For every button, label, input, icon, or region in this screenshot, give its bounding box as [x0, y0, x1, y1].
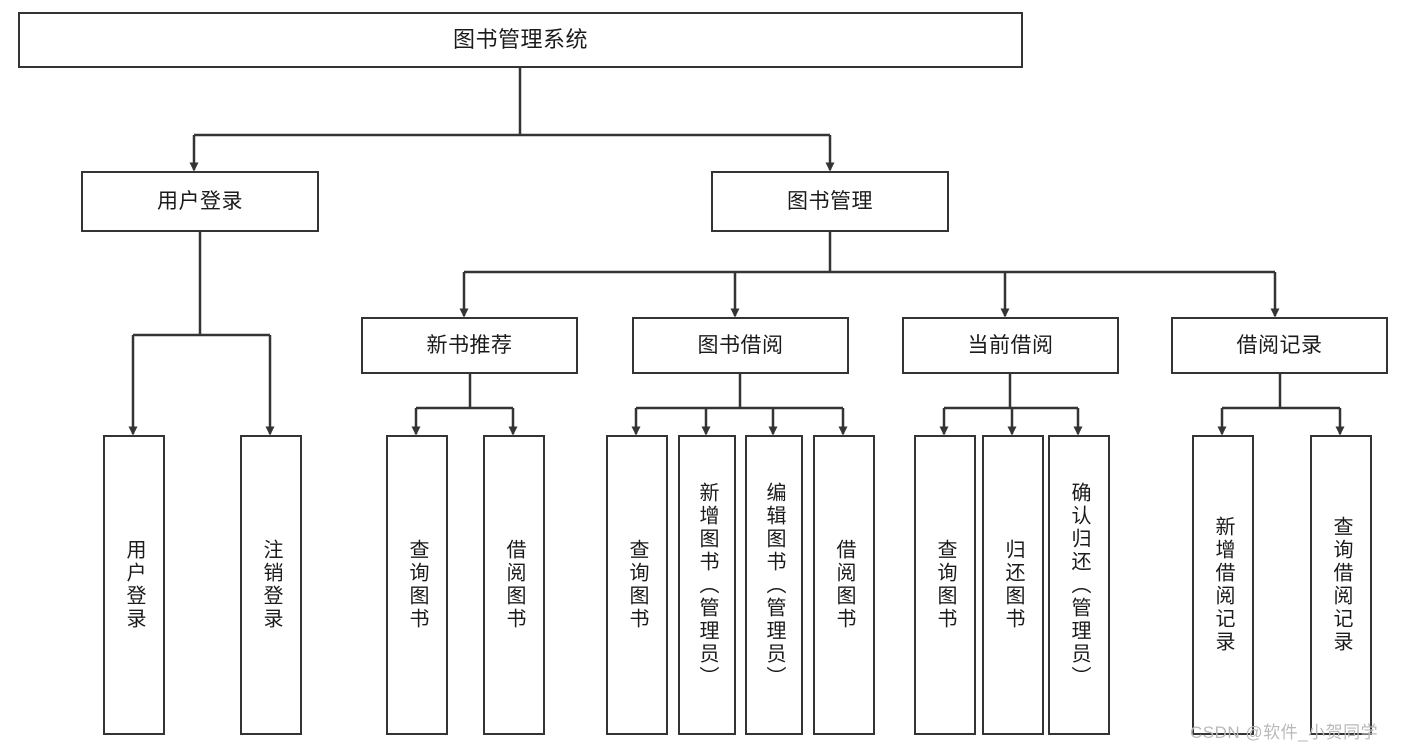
node-leaf-user-logout[interactable]: 注销登录: [240, 435, 302, 735]
node-label-root: 图书管理系统: [452, 26, 588, 52]
node-label-borrow-record: 借阅记录: [1236, 333, 1323, 357]
node-leaf-query-book-2[interactable]: 查询图书: [606, 435, 668, 735]
node-new-book-recommend[interactable]: 新书推荐: [361, 317, 578, 374]
node-leaf-query-record[interactable]: 查询借阅记录: [1310, 435, 1372, 735]
node-label-leaf-edit-book: 编辑图书（管理员）: [763, 481, 785, 689]
node-label-leaf-borrow-book-1: 借阅图书: [503, 539, 525, 631]
node-leaf-edit-book[interactable]: 编辑图书（管理员）: [745, 435, 803, 735]
node-label-leaf-add-record: 新增借阅记录: [1212, 516, 1234, 654]
node-leaf-add-book[interactable]: 新增图书（管理员）: [678, 435, 736, 735]
node-label-leaf-query-book-3: 查询图书: [934, 539, 956, 631]
edge-paths: [128, 68, 1345, 436]
node-label-leaf-borrow-book-2: 借阅图书: [833, 539, 855, 631]
node-leaf-borrow-book-2[interactable]: 借阅图书: [813, 435, 875, 735]
csdn-watermark: CSDN @软件_小贺同学: [1190, 723, 1379, 742]
node-label-user-login: 用户登录: [157, 189, 243, 213]
node-book-manage[interactable]: 图书管理: [711, 171, 949, 232]
node-leaf-query-book-1[interactable]: 查询图书: [386, 435, 448, 735]
node-label-current-borrow: 当前借阅: [967, 333, 1054, 357]
node-label-leaf-confirm-return: 确认归还（管理员）: [1068, 481, 1090, 689]
node-leaf-confirm-return[interactable]: 确认归还（管理员）: [1048, 435, 1110, 735]
node-label-leaf-query-book-1: 查询图书: [406, 539, 428, 631]
node-label-book-manage: 图书管理: [787, 189, 873, 213]
node-leaf-borrow-book-1[interactable]: 借阅图书: [483, 435, 545, 735]
node-leaf-query-book-3[interactable]: 查询图书: [914, 435, 976, 735]
node-current-borrow[interactable]: 当前借阅: [902, 317, 1119, 374]
node-label-leaf-return-book: 归还图书: [1002, 539, 1024, 631]
node-leaf-add-record[interactable]: 新增借阅记录: [1192, 435, 1254, 735]
node-label-new-book-recommend: 新书推荐: [426, 333, 513, 357]
node-label-leaf-user-logout: 注销登录: [260, 539, 282, 631]
node-borrow-record[interactable]: 借阅记录: [1171, 317, 1388, 374]
node-label-leaf-query-book-2: 查询图书: [626, 539, 648, 631]
node-label-leaf-user-login: 用户登录: [123, 539, 145, 631]
node-book-borrow[interactable]: 图书借阅: [632, 317, 849, 374]
node-label-leaf-add-book: 新增图书（管理员）: [696, 481, 718, 689]
node-leaf-return-book[interactable]: 归还图书: [982, 435, 1044, 735]
node-leaf-user-login[interactable]: 用户登录: [103, 435, 165, 735]
node-user-login[interactable]: 用户登录: [81, 171, 319, 232]
node-root[interactable]: 图书管理系统: [18, 12, 1023, 68]
node-label-leaf-query-record: 查询借阅记录: [1330, 516, 1352, 654]
node-label-book-borrow: 图书借阅: [697, 333, 784, 357]
